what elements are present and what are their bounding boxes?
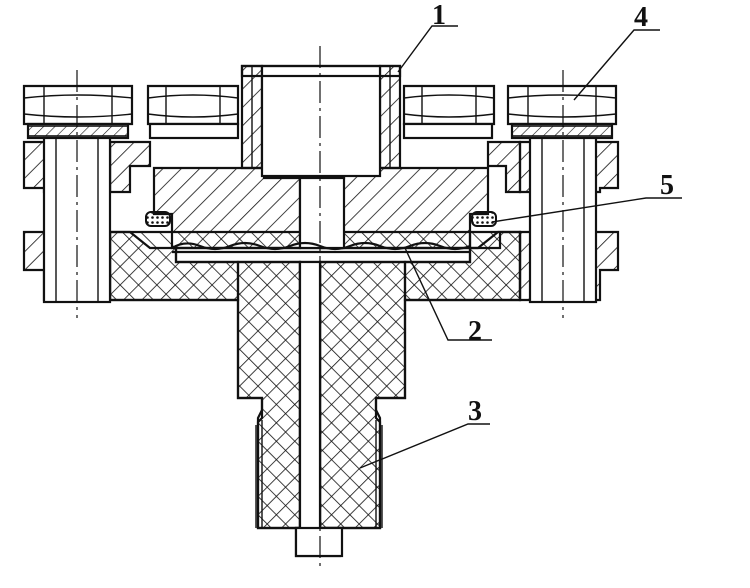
callout-2: 2: [468, 316, 482, 347]
callout-1: 1: [432, 0, 446, 31]
leader-3: [359, 423, 490, 469]
callout-3: 3: [468, 396, 482, 427]
central-pipe: [240, 64, 402, 178]
nut-left: [146, 84, 240, 140]
leader-4: [573, 29, 660, 101]
callout-5: 5: [660, 170, 674, 201]
center-lines: [76, 46, 564, 570]
callout-4: 4: [634, 2, 648, 33]
leader-1: [397, 25, 458, 73]
leader-2: [404, 247, 492, 341]
leader-5: [491, 197, 682, 223]
nut-right: [402, 84, 496, 140]
bolt-right: [506, 84, 618, 304]
leader-lines: [359, 25, 682, 469]
seat-block: [152, 166, 490, 254]
stem: [236, 260, 407, 558]
o-ring-seals: [145, 211, 497, 227]
